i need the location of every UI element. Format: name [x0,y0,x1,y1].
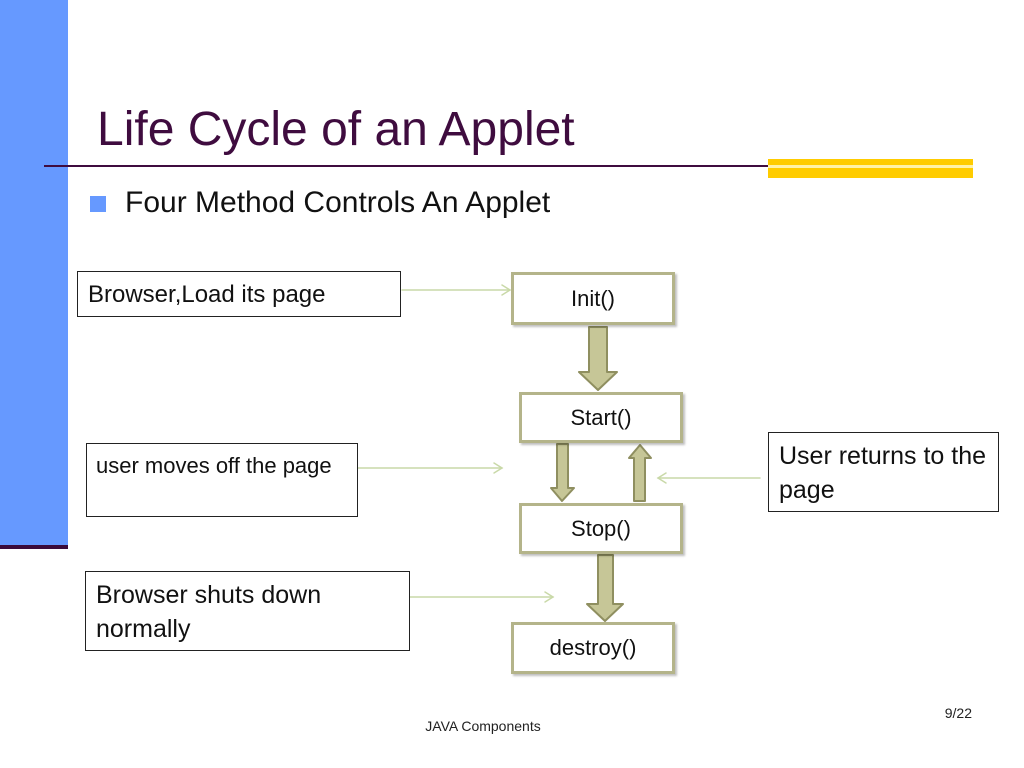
bullet-text: Four Method Controls An Applet [125,186,551,219]
pointer-returns-to-start [656,472,761,484]
footer-text: JAVA Components [425,718,541,734]
arrow-stop-to-start [628,444,652,502]
arrow-stop-to-destroy [586,554,624,622]
title-accent-bar [768,159,973,178]
slide-title: Life Cycle of an Applet [97,103,575,156]
node-stop: Stop() [519,503,683,554]
note-user-moves-off: user moves off the page [86,443,358,517]
note-user-returns: User returns to the page [768,432,999,512]
note-browser-shuts-down: Browser shuts down normally [85,571,410,651]
pointer-shutsdown-to-destroy [401,591,555,603]
node-destroy: destroy() [511,622,675,674]
left-accent-bar [0,0,68,545]
page-number: 9/22 [944,705,972,721]
bullet-square-icon [90,196,106,212]
left-accent-bar-base [0,545,68,549]
arrow-init-to-start [578,326,618,391]
node-init: Init() [511,272,675,325]
pointer-load-to-init [401,284,512,296]
arrow-start-to-stop [550,443,575,502]
node-start: Start() [519,392,683,443]
title-accent-stripe [768,165,973,168]
note-browser-load: Browser,Load its page [77,271,401,317]
pointer-movesoff-to-stop [349,462,504,474]
title-underline [44,165,770,167]
